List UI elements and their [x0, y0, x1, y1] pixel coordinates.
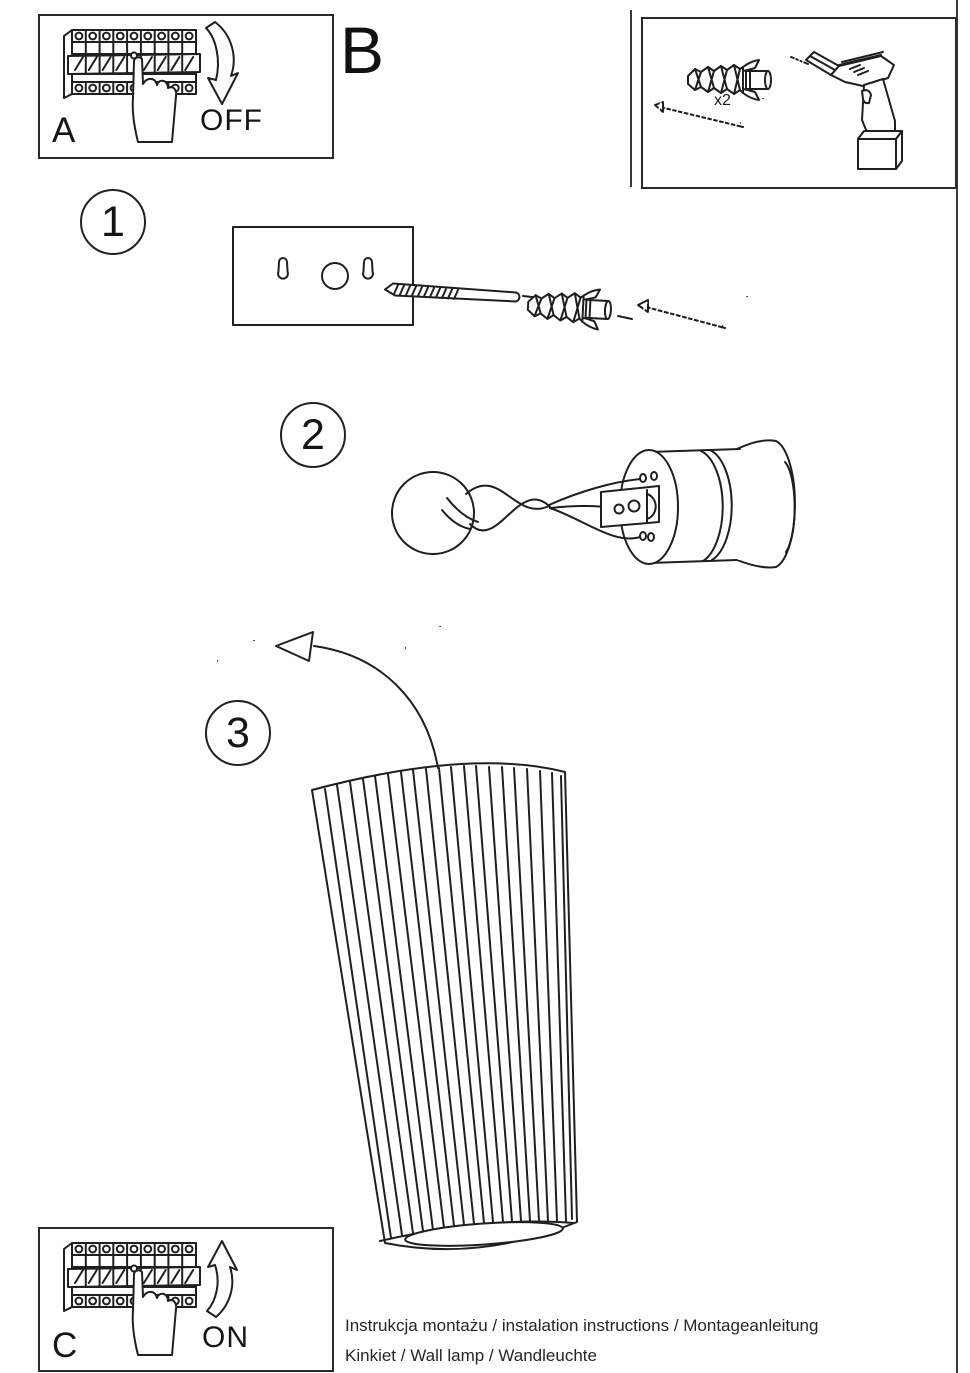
breaker-on-box: C ON — [38, 1227, 334, 1372]
breaker-panel-icon — [63, 1242, 201, 1356]
keyhole-slot-left — [277, 257, 289, 280]
socket-terminal-bracket — [600, 471, 660, 542]
light-bulb-icon — [391, 471, 479, 555]
panel-a-label: A — [52, 111, 76, 150]
step-2-badge: 2 — [280, 402, 346, 468]
shade-pleats — [324, 765, 567, 1239]
hook-screw-icon-step1 — [637, 296, 750, 333]
step-1-number: 1 — [101, 197, 125, 246]
wall-plug-icon — [687, 59, 772, 101]
drill-bit-icon — [384, 282, 521, 303]
cable-hole — [321, 262, 349, 290]
lamp-shade-icon — [311, 762, 578, 1251]
step-2-number: 2 — [301, 410, 325, 459]
shade-opening — [404, 1221, 564, 1247]
keyhole-slot-right — [362, 257, 374, 280]
assembly-dash — [617, 315, 633, 320]
wall-plug-icon-step1 — [526, 288, 612, 331]
footer-line-2: Kinkiet / Wall lamp / Wandleuchte — [345, 1346, 597, 1365]
hook-icon-right — [405, 626, 443, 653]
hook-screw-icon — [654, 98, 766, 131]
mounting-plate-icon — [232, 226, 414, 326]
breaker-off-box: A OFF — [38, 14, 334, 159]
hang-arrow-icon — [313, 645, 439, 769]
on-label: ON — [202, 1321, 249, 1354]
curved-arrow-down-icon — [205, 21, 239, 105]
footer-line-1: Instrukcja montażu / instalation instruc… — [345, 1316, 819, 1335]
hang-arrow-head — [275, 631, 314, 662]
footer-text: Instrukcja montażu / instalation instruc… — [345, 1311, 818, 1371]
step-1-badge: 1 — [80, 189, 146, 255]
curved-arrow-up-icon — [206, 1240, 238, 1318]
drill-icon — [790, 51, 903, 170]
section-b-label: B — [340, 13, 385, 87]
off-label: OFF — [200, 104, 263, 137]
page-edge-line — [956, 0, 958, 1373]
step-3-number: 3 — [226, 708, 250, 757]
step-3-badge: 3 — [205, 700, 271, 766]
hook-icon-left — [217, 640, 257, 667]
lamp-socket-icon — [619, 439, 796, 569]
parts-box: x2 — [641, 17, 957, 189]
anchor-quantity: x2 — [714, 92, 731, 109]
parts-box-margin-line — [630, 10, 632, 187]
panel-c-label: C — [52, 1326, 78, 1365]
